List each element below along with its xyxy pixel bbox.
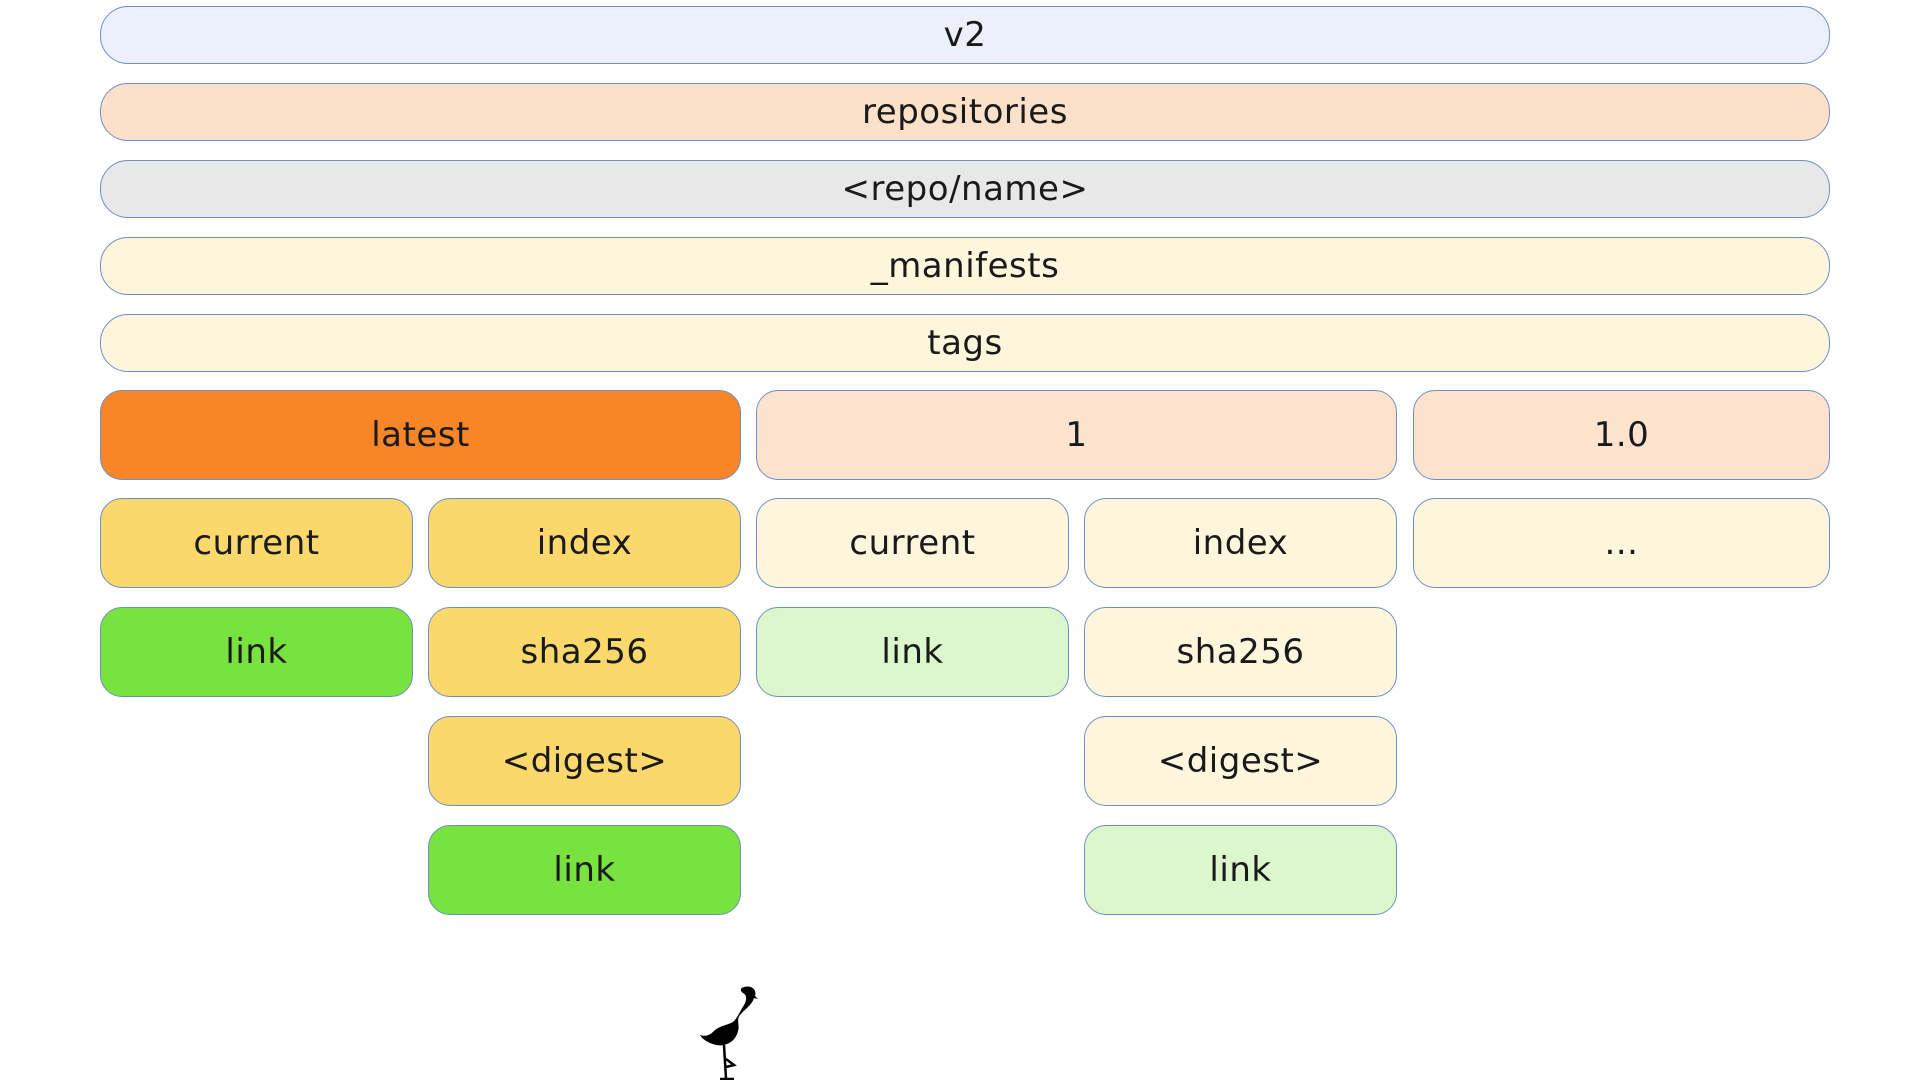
tag-1-index-digest: <digest> — [1084, 716, 1397, 806]
tag-1-index-sha256: sha256 — [1084, 607, 1397, 697]
tag-1-0-more: ... — [1413, 498, 1830, 588]
level-repo-name: <repo/name> — [100, 160, 1830, 218]
tag-latest: latest — [100, 390, 741, 480]
level-repositories: repositories — [100, 83, 1830, 141]
level-manifests: _manifests — [100, 237, 1830, 295]
level-tags: tags — [100, 314, 1830, 372]
latest-current: current — [100, 498, 413, 588]
tag-1-0: 1.0 — [1413, 390, 1830, 480]
latest-index-sha256: sha256 — [428, 607, 741, 697]
tag-1-index-link: link — [1084, 825, 1397, 915]
level-v2: v2 — [100, 6, 1830, 64]
tag-1: 1 — [756, 390, 1397, 480]
latest-current-link: link — [100, 607, 413, 697]
tag-1-index: index — [1084, 498, 1397, 588]
latest-index: index — [428, 498, 741, 588]
flamingo-icon — [700, 986, 758, 1080]
tag-1-current-link: link — [756, 607, 1069, 697]
latest-index-digest: <digest> — [428, 716, 741, 806]
tag-1-current: current — [756, 498, 1069, 588]
latest-index-link: link — [428, 825, 741, 915]
